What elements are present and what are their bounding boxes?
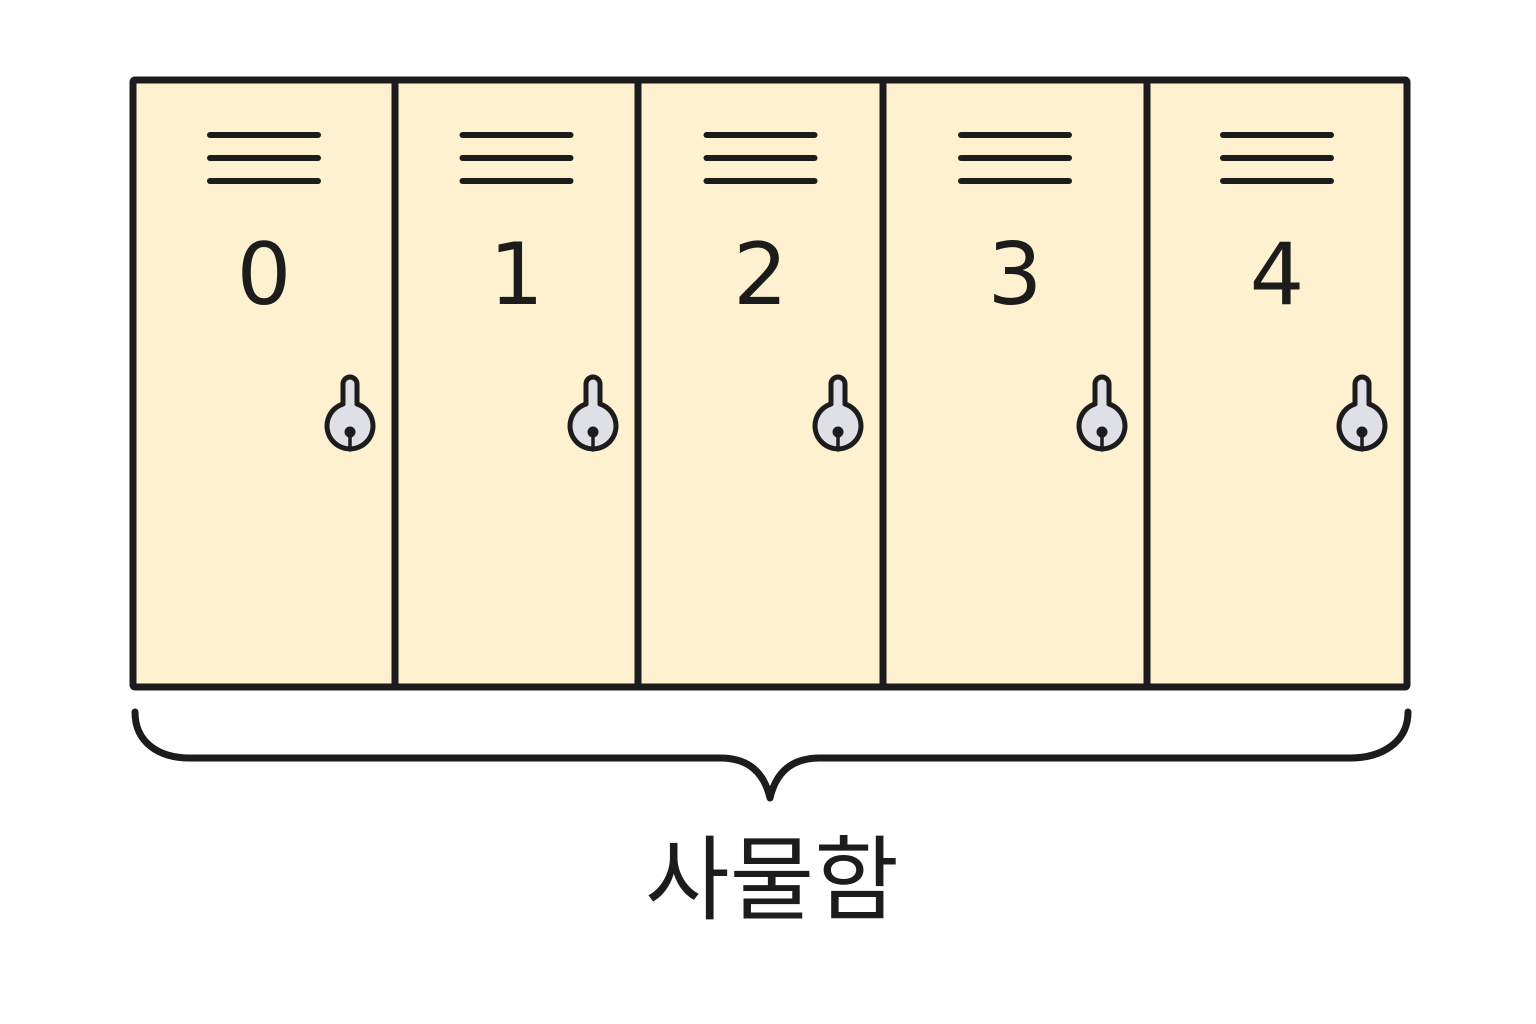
locker-1[interactable]: 1 [395,80,638,687]
keyhole-body [1336,374,1388,452]
keyhole-body [812,374,864,452]
locker-number: 0 [237,225,292,325]
locker-number: 3 [988,225,1043,325]
vent-lines-icon [703,132,818,184]
locker-number: 2 [733,225,788,325]
keyhole-icon[interactable] [324,374,376,452]
locker-number: 4 [1250,225,1305,325]
keyhole-icon[interactable] [1336,374,1388,452]
locker-2[interactable]: 2 [638,80,883,687]
vent-lines-icon [207,132,321,184]
keyhole-icon[interactable] [1076,374,1128,452]
keyhole-body [324,374,376,452]
locker-number: 1 [489,225,544,325]
keyhole-icon[interactable] [567,374,619,452]
keyhole-icon[interactable] [812,374,864,452]
locker-bank: 0 1 2 3 4 [129,76,1411,691]
locker-4[interactable]: 4 [1147,80,1407,687]
keyhole-body [567,374,619,452]
keyhole-body [1076,374,1128,452]
locker-3[interactable]: 3 [883,80,1147,687]
curly-brace [131,708,1412,802]
vent-lines-icon [1220,132,1334,184]
vent-lines-icon [459,132,574,184]
caption-label: 사물함 [645,827,899,934]
locker-frame [129,76,1411,691]
vent-lines-icon [958,132,1072,184]
locker-0[interactable]: 0 [133,80,395,687]
